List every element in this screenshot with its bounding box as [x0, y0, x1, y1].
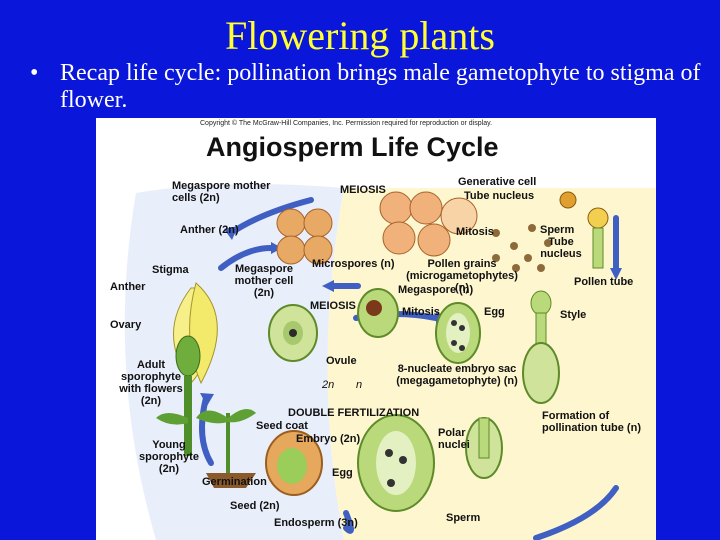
label-sperm: Sperm [540, 224, 575, 236]
label-megaspore-mother-cell: Megaspore mother cell (2n) [234, 263, 294, 299]
microspores [492, 224, 552, 272]
label-mitosis-mid: Mitosis [402, 306, 440, 318]
label-ovule: Ovule [326, 355, 357, 367]
label-mitosis-top: Mitosis [456, 226, 494, 238]
label-megaspore: Megaspore (n) [398, 284, 474, 296]
label-anther-2n: Anther (2n) [180, 224, 239, 236]
label-embryo-sac: 8-nucleate embryo sac (megagametophyte) … [396, 363, 518, 387]
label-seed: Seed (2n) [230, 500, 280, 512]
label-double-fertilization: DOUBLE FERTILIZATION [288, 407, 420, 419]
copyright-notice: Copyright © The McGraw-Hill Companies, I… [200, 120, 493, 127]
label-microspores: Microspores (n) [312, 258, 395, 270]
label-tube-nucleus-right: Tube nucleus [540, 236, 582, 260]
young-sporophyte [196, 409, 256, 488]
label-egg-mid: Egg [484, 306, 505, 318]
label-anther: Anther [110, 281, 146, 293]
life-cycle-illustration [96, 118, 656, 540]
anther-cross-section [276, 191, 478, 265]
label-seed-coat: Seed coat [256, 420, 308, 432]
label-germination: Germination [202, 476, 267, 488]
label-sperm-bottom: Sperm [446, 512, 481, 524]
label-megaspore-mother-cells: Megaspore mother cells (2n) [172, 180, 271, 204]
fertilization-ovule [357, 414, 503, 512]
figure-title: Angiosperm Life Cycle [206, 132, 499, 162]
label-adult-sporophyte: Adult sporophyte with flowers (2n) [119, 359, 183, 407]
flower [156, 282, 218, 456]
pollen-grain [559, 191, 609, 269]
label-young-sporophyte: Young sporophyte (2n) [139, 439, 199, 475]
label-tube-nucleus-top: Tube nucleus [464, 190, 535, 202]
label-n: n [356, 379, 363, 391]
label-meiosis-mid: MEIOSIS [310, 300, 356, 312]
bullet-dot: • [30, 60, 39, 86]
label-embryo: Embryo (2n) [296, 433, 361, 445]
label-generative-cell: Generative cell [458, 176, 537, 188]
label-formation-pollen-tube: Formation of pollination tube (n) [542, 410, 641, 434]
bullet-text: Recap life cycle: pollination brings mal… [60, 60, 701, 113]
label-ovary: Ovary [110, 319, 142, 331]
label-style: Style [560, 309, 587, 321]
seed [265, 430, 323, 496]
style-structure [522, 290, 560, 404]
label-polar-nuclei: Polar nuclei [438, 427, 470, 451]
label-egg-bottom: Egg [332, 467, 353, 479]
life-cycle-figure: Copyright © The McGraw-Hill Companies, I… [96, 118, 656, 540]
label-pollen-tube: Pollen tube [574, 276, 634, 288]
label-2n: 2n [322, 379, 335, 391]
label-meiosis-top: MEIOSIS [340, 184, 386, 196]
label-endosperm: Endosperm (3n) [274, 517, 358, 529]
label-pollen-grains: Pollen grains (microgametophytes) (n) [406, 258, 518, 294]
label-stigma: Stigma [152, 264, 189, 276]
slide-title: Flowering plants [225, 13, 495, 58]
cycle-arrows [199, 197, 619, 540]
ovule-sections [268, 288, 481, 364]
